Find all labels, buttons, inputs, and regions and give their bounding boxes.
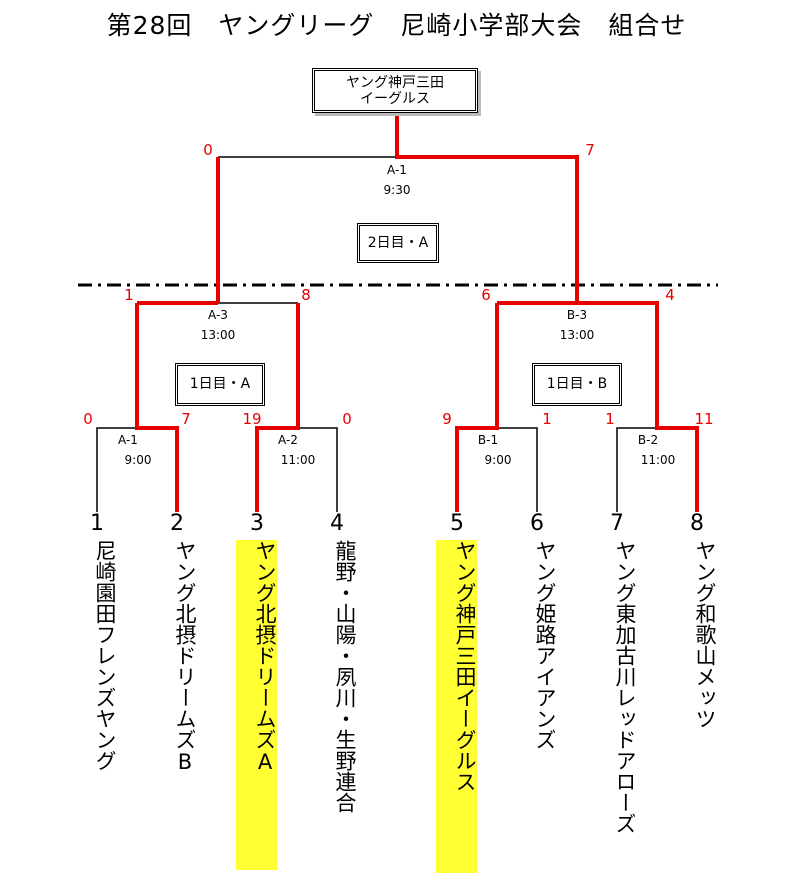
team-number: 7 (610, 511, 624, 536)
game-q4: B-2 11:00 (637, 433, 676, 467)
team-name: 尼崎園田フレンズヤング (93, 540, 117, 771)
score-q4-right: 11 (694, 410, 714, 428)
score-q2-right: 0 (342, 410, 352, 428)
champion-line1: ヤング神戸三田 (346, 75, 444, 91)
game-final: A-1 9:30 (383, 163, 411, 197)
team-name: ヤング神戸三田イーグルス (453, 540, 477, 792)
team-number: 4 (330, 511, 344, 536)
team-number: 1 (90, 511, 104, 536)
champion-box: ヤング神戸三田 イーグルス (312, 68, 478, 113)
q2-line-right (298, 427, 338, 512)
day1b-label: 1日目・B (532, 363, 622, 406)
game-q3: B-1 9:00 (477, 433, 512, 467)
score-q4-left: 1 (605, 410, 615, 428)
score-final-left: 0 (203, 141, 213, 159)
game-semi-left: A-3 13:00 (200, 308, 236, 342)
day2-label: 2日目・A (357, 223, 439, 263)
game-q2: A-2 11:00 (278, 433, 316, 467)
score-q1-left: 0 (83, 410, 93, 428)
score-semi-left-right: 8 (301, 286, 311, 304)
champion-path (395, 113, 579, 303)
team-number: 8 (690, 511, 704, 536)
team-number: 3 (250, 511, 264, 536)
score-q3-right: 1 (542, 410, 552, 428)
team-name: 龍野・山陽・夙川・生野連合 (333, 540, 357, 813)
score-semi-right-right: 4 (665, 286, 675, 304)
score-semi-right-left: 6 (481, 286, 491, 304)
q3-win-path (455, 303, 499, 512)
day1a-label: 1日目・A (175, 363, 265, 406)
team-name: ヤング北摂ドリームズA (253, 540, 277, 774)
team-name: ヤング姫路アイアンズ (533, 540, 557, 750)
team-number: 5 (450, 511, 464, 536)
highlight-team-3 (236, 540, 277, 870)
semi-left-win-path (255, 303, 300, 512)
score-q1-right: 7 (181, 410, 191, 428)
team-name: ヤング東加古川レッドアローズ (613, 540, 637, 834)
highlight-team-5 (436, 540, 477, 873)
team-name: ヤング北摂ドリームズB (173, 540, 197, 774)
game-semi-right: B-3 13:00 (559, 308, 595, 342)
game-q1: A-1 9:00 (118, 433, 152, 467)
q4-line-left (616, 427, 657, 512)
team-number: 6 (530, 511, 544, 536)
score-final-right: 7 (585, 141, 595, 159)
team-number: 2 (170, 511, 184, 536)
champion-line2: イーグルス (360, 91, 430, 107)
q3-line-right (497, 427, 538, 512)
score-semi-left-left: 1 (124, 286, 134, 304)
team-name: ヤング和歌山メッツ (693, 540, 717, 729)
score-q2-left: 19 (242, 410, 262, 428)
q1-line-left (96, 427, 137, 512)
q1-win-path (135, 303, 179, 512)
q4-win-path (577, 301, 699, 512)
page-title: 第28回 ヤングリーグ 尼崎小学部大会 組合せ (106, 11, 687, 40)
score-q3-left: 9 (442, 410, 452, 428)
